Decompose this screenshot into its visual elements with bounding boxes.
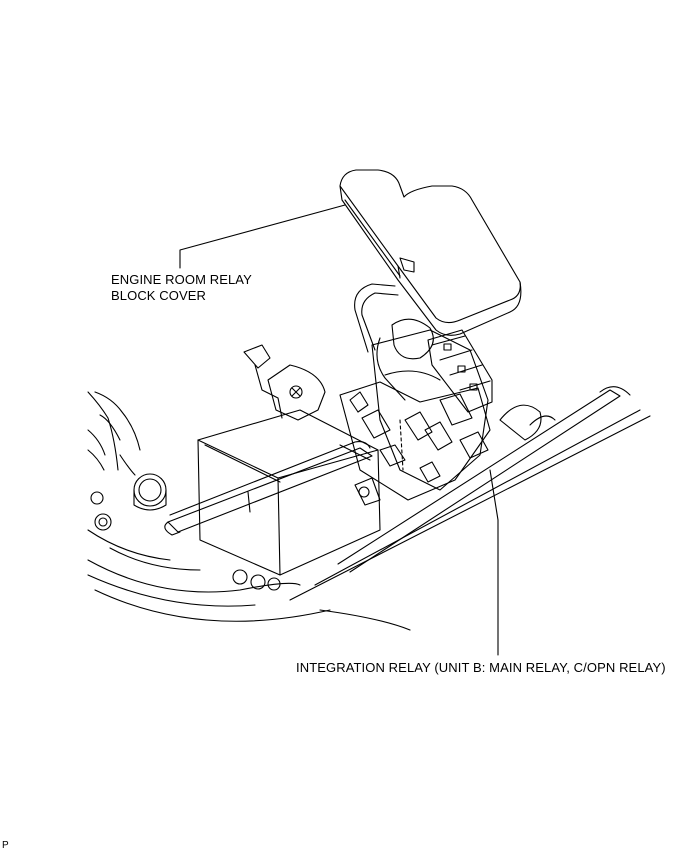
engine-room-relay-block xyxy=(339,318,491,506)
integration-relay-unit xyxy=(427,329,493,413)
battery-clamp xyxy=(243,344,326,421)
wire-harness xyxy=(354,283,406,401)
front-bumper xyxy=(87,529,411,631)
cover-leader-line xyxy=(179,204,346,269)
left-fender-area xyxy=(87,391,167,531)
figure-code: P xyxy=(2,840,9,851)
battery-hold-down-bar xyxy=(164,441,373,536)
battery xyxy=(197,409,381,576)
cover-label: ENGINE ROOM RELAY BLOCK COVER xyxy=(111,272,252,304)
cover-label-line-2: BLOCK COVER xyxy=(111,288,207,303)
relay-leader-line xyxy=(489,469,499,656)
cowl-line xyxy=(289,386,651,601)
cover-label-line-1: ENGINE ROOM RELAY xyxy=(111,272,252,287)
integration-relay-label: INTEGRATION RELAY (UNIT B: MAIN RELAY, C… xyxy=(296,660,666,675)
relay-block-cover xyxy=(339,169,522,336)
